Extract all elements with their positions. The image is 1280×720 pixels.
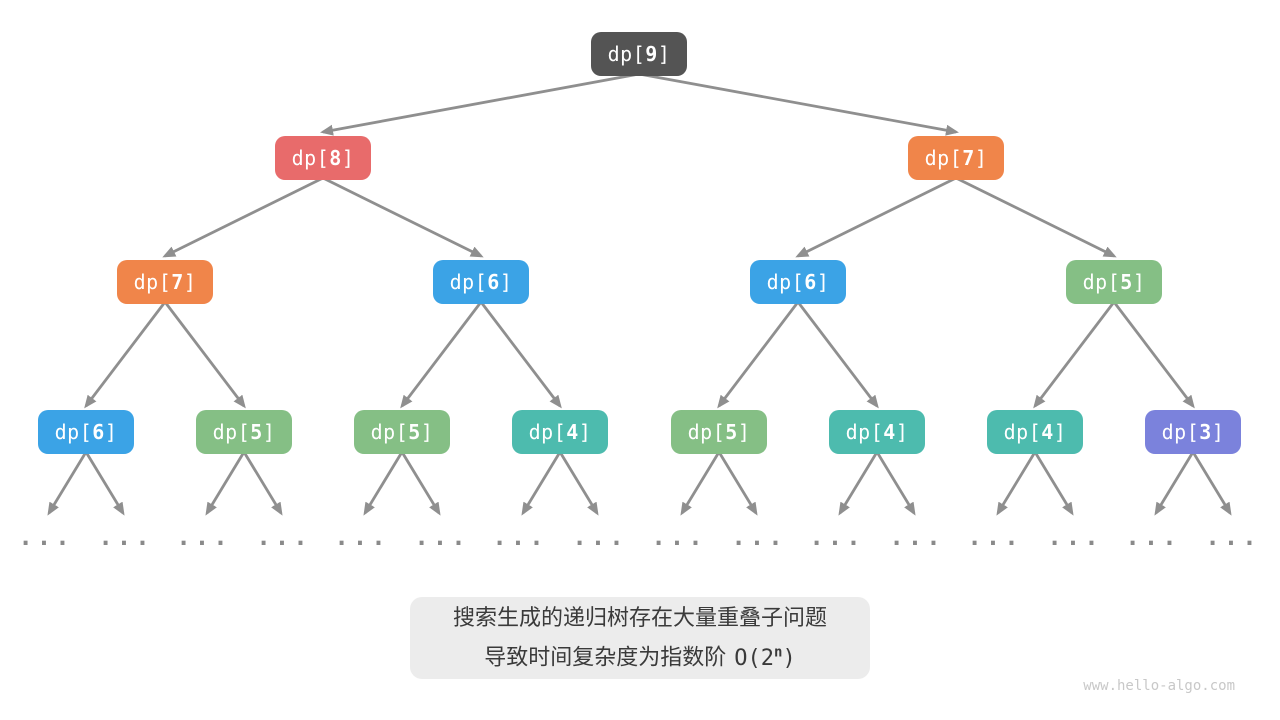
tree-edge-arrow: [796, 301, 879, 409]
watermark: www.hello-algo.com: [1083, 678, 1235, 694]
ellipsis: ...: [651, 523, 707, 551]
tree-node-dp-4-: dp[4]: [512, 410, 608, 454]
tree-edge-arrow: [795, 176, 957, 258]
tree-edge-arrow: [363, 451, 404, 516]
tree-edge-arrow: [996, 451, 1037, 516]
tree-node-dp-5-: dp[5]: [671, 410, 767, 454]
tree-edge-arrow: [1112, 301, 1195, 409]
tree-edge-arrow: [680, 451, 721, 516]
tree-edge-arrow: [479, 301, 562, 409]
ellipsis: ...: [1125, 523, 1181, 551]
ellipsis: ...: [256, 523, 312, 551]
tree-node-dp-5-: dp[5]: [354, 410, 450, 454]
caption-line2-text: 导致时间复杂度为指数阶: [484, 644, 727, 670]
tree-edge-arrow: [84, 451, 125, 516]
ellipsis: ...: [98, 523, 154, 551]
tree-edge-arrow: [400, 301, 483, 409]
tree-node-dp-9-: dp[9]: [591, 32, 687, 76]
ellipsis: ...: [492, 523, 548, 551]
tree-node-dp-3-: dp[3]: [1145, 410, 1241, 454]
tree-edge-arrow: [838, 451, 879, 516]
ellipsis: ...: [18, 523, 74, 551]
tree-edge-arrow: [84, 301, 167, 409]
tree-node-dp-6-: dp[6]: [433, 260, 529, 304]
ellipsis: ...: [967, 523, 1023, 551]
ellipsis: ...: [1205, 523, 1261, 551]
tree-edge-arrow: [162, 176, 324, 258]
ellipsis: ...: [572, 523, 628, 551]
caption-line1: 搜索生成的递归树存在大量重叠子问题: [452, 605, 827, 631]
tree-edge-arrow: [1191, 451, 1232, 516]
tree-node-dp-7-: dp[7]: [117, 260, 213, 304]
ellipsis: ...: [889, 523, 945, 551]
tree-edge-arrow: [638, 72, 959, 136]
tree-edge-arrow: [242, 451, 283, 516]
tree-node-dp-5-: dp[5]: [1066, 260, 1162, 304]
tree-node-dp-4-: dp[4]: [987, 410, 1083, 454]
tree-node-dp-4-: dp[4]: [829, 410, 925, 454]
caption-line2: 导致时间复杂度为指数阶 O(2n): [484, 635, 795, 675]
tree-edge-arrow: [163, 301, 246, 409]
tree-node-dp-7-: dp[7]: [908, 136, 1004, 180]
ellipsis: ...: [809, 523, 865, 551]
tree-node-dp-6-: dp[6]: [38, 410, 134, 454]
tree-edge-arrow: [521, 451, 562, 516]
tree-node-dp-8-: dp[8]: [275, 136, 371, 180]
tree-edge-arrow: [1033, 301, 1116, 409]
ellipsis: ...: [414, 523, 470, 551]
ellipsis: ...: [1047, 523, 1103, 551]
caption-complexity-formula: O(2n): [734, 644, 796, 671]
caption-exponent: n: [774, 644, 783, 661]
tree-node-dp-5-: dp[5]: [196, 410, 292, 454]
tree-edge-arrow: [47, 451, 88, 516]
tree-edge-arrow: [875, 451, 916, 516]
tree-edge-arrow: [400, 451, 441, 516]
tree-edge-arrow: [717, 451, 758, 516]
tree-edge-arrow: [322, 176, 484, 258]
tree-edge-arrow: [717, 301, 800, 409]
caption-box: 搜索生成的递归树存在大量重叠子问题 导致时间复杂度为指数阶 O(2n): [410, 597, 870, 679]
ellipsis: ...: [334, 523, 390, 551]
tree-edge-arrow: [955, 176, 1117, 258]
ellipsis: ...: [731, 523, 787, 551]
tree-edge-arrow: [205, 451, 246, 516]
tree-edge-arrow: [1033, 451, 1074, 516]
tree-edge-arrow: [558, 451, 599, 516]
tree-edge-arrow: [1154, 451, 1195, 516]
tree-node-dp-6-: dp[6]: [750, 260, 846, 304]
ellipsis: ...: [176, 523, 232, 551]
tree-edge-arrow: [320, 72, 640, 136]
